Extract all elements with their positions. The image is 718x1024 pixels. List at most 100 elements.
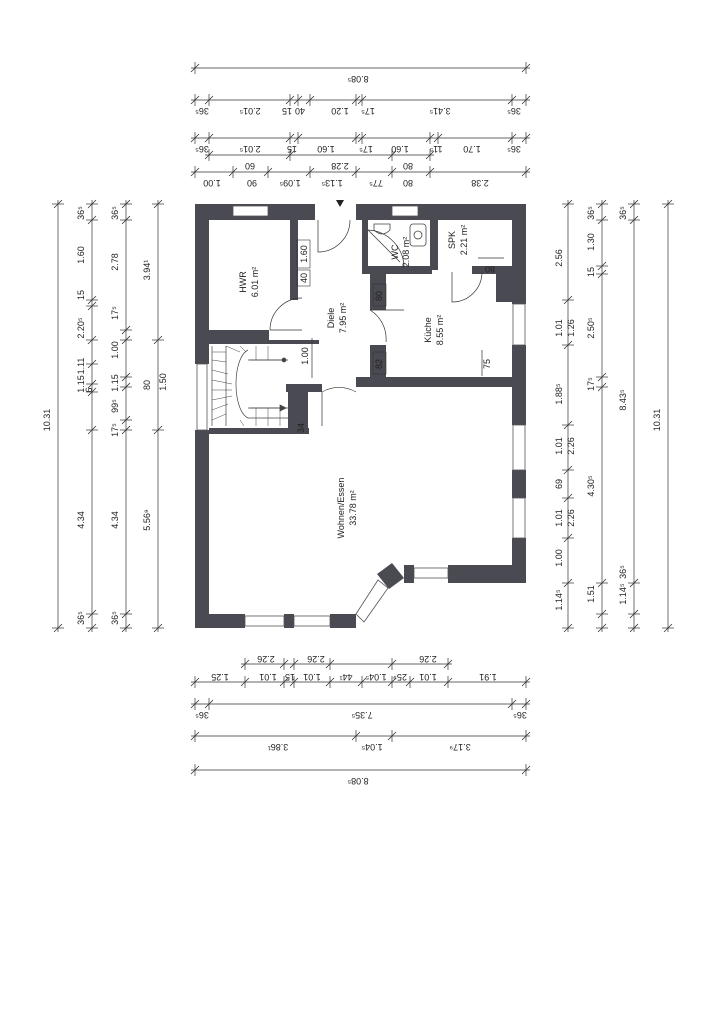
dimension-tick bbox=[279, 677, 289, 687]
dimension-tick bbox=[563, 578, 573, 588]
dimension-tick bbox=[87, 359, 97, 369]
wall-diele-bottom bbox=[286, 384, 322, 392]
dimension-tick bbox=[293, 133, 303, 143]
dim-interior-82: 82 bbox=[374, 359, 384, 369]
dimension-tick bbox=[285, 150, 295, 160]
dimension-tick bbox=[153, 335, 163, 345]
left-r2-5: 1.15 bbox=[76, 375, 86, 393]
dimension-tick bbox=[629, 578, 639, 588]
top-dimension-chains: 8.08⁵ 36⁵ 2.01⁵ 15 40 1.20 17⁵ 3.41⁵ 36⁵… bbox=[195, 74, 521, 188]
room-wc-name: WC bbox=[390, 244, 400, 259]
room-spk-area: 2.21 m² bbox=[459, 225, 469, 256]
top-r2-2: 15 bbox=[282, 106, 292, 116]
wall-hwr-right bbox=[290, 220, 298, 300]
dimension-tick bbox=[629, 609, 639, 619]
left-dimension-chains: 10.31 36⁵ 1.60 15 2.20⁵ 1.11 1.15 6 4.34… bbox=[42, 206, 168, 625]
dimension-tick bbox=[443, 659, 453, 669]
bottom-dimension-chains: 2.26 2.26 2.26 1.25 1.01 15 1.01 44¹ 1.0… bbox=[195, 654, 527, 786]
left-r1-0: 10.31 bbox=[42, 409, 52, 432]
right-r2-0: 36⁵ bbox=[586, 206, 596, 220]
dimension-tick bbox=[597, 382, 607, 392]
right-r3-2: 17⁵ bbox=[586, 377, 596, 391]
wall-stair-top bbox=[209, 340, 319, 344]
dimension-tick bbox=[597, 199, 607, 209]
top-r5-2: 1.09⁵ bbox=[279, 178, 301, 188]
top-r2-6: 3.41⁵ bbox=[429, 106, 451, 116]
top-r5-1: 90 bbox=[247, 178, 257, 188]
right-r2-1: 1.30 bbox=[586, 233, 596, 251]
left-r4-1: 80 bbox=[142, 380, 152, 390]
dimension-tick bbox=[521, 95, 531, 105]
walls bbox=[195, 204, 526, 628]
dimension-tick bbox=[190, 63, 200, 73]
bot-r2-5: 1.04⁵ bbox=[365, 672, 387, 682]
wall-top-right bbox=[356, 204, 526, 220]
dimension-tick bbox=[663, 199, 673, 209]
right-r1-4: 69 bbox=[554, 479, 564, 489]
top-r3-8: 36⁵ bbox=[507, 144, 521, 154]
dimension-tick bbox=[190, 765, 200, 775]
dimension-tick bbox=[597, 578, 607, 588]
dimension-tick bbox=[597, 372, 607, 382]
right-r5-0: 10.31 bbox=[652, 409, 662, 432]
dimension-tick bbox=[305, 95, 315, 105]
dimension-tick bbox=[387, 677, 397, 687]
right-r2-2: 15 bbox=[586, 267, 596, 277]
dimension-tick bbox=[228, 167, 238, 177]
wall-spk-bottom bbox=[472, 266, 512, 274]
bot-r3-1: 7.35⁵ bbox=[351, 710, 373, 720]
dimension-tick bbox=[289, 677, 299, 687]
left-r3-4: 1.15 bbox=[110, 374, 120, 392]
dimension-tick bbox=[153, 199, 163, 209]
dimension-tick bbox=[597, 215, 607, 225]
dimension-tick bbox=[629, 623, 639, 633]
dimension-tick bbox=[190, 95, 200, 105]
dimension-tick bbox=[121, 623, 131, 633]
left-r2-2: 15 bbox=[76, 290, 86, 300]
left-r2-8: 36⁵ bbox=[76, 611, 86, 625]
top-r3-0: 36⁵ bbox=[195, 144, 209, 154]
left-r2-0: 36⁵ bbox=[76, 206, 86, 220]
room-hwr-area: 6.01 m² bbox=[250, 267, 260, 298]
right-r1-6: 1.00 bbox=[554, 549, 564, 567]
wall-right-mid2 bbox=[512, 470, 526, 498]
top-r5-4: 77⁵ bbox=[369, 178, 383, 188]
top-r4-2: 80 bbox=[403, 161, 413, 171]
dimension-tick bbox=[289, 659, 299, 669]
door-wc bbox=[367, 229, 405, 269]
left-r3-8: 36⁵ bbox=[110, 611, 120, 625]
dimension-tick bbox=[121, 215, 131, 225]
wall-bottom-left bbox=[195, 614, 245, 628]
bot-r1-0: 2.26 bbox=[257, 654, 275, 664]
interior-dimensions: 1.60 40 1.00 34 80 82 75 80 bbox=[296, 239, 504, 433]
right-r3-3: 4.30⁵ bbox=[586, 475, 596, 497]
right-r1-7: 1.14⁵ bbox=[554, 589, 564, 611]
dimension-tick bbox=[507, 699, 517, 709]
bot-r2-6: 25⁹ bbox=[393, 672, 407, 682]
dimension-tick bbox=[521, 677, 531, 687]
top-r1-0: 8.08⁵ bbox=[347, 74, 369, 84]
window-bottom-2 bbox=[293, 615, 331, 627]
top-r2-5: 17⁵ bbox=[361, 106, 375, 116]
dimension-tick bbox=[121, 382, 131, 392]
top-r4-1: 2.28 bbox=[331, 161, 349, 171]
left-r2-1: 1.60 bbox=[76, 246, 86, 264]
wall-left-upper bbox=[195, 204, 209, 364]
dimension-tick bbox=[521, 731, 531, 741]
room-hwr-name: HWR bbox=[238, 271, 248, 293]
left-r3-6: 17⁵ bbox=[110, 423, 120, 437]
right-r2-3: 1.26 bbox=[566, 319, 576, 337]
dimension-tick bbox=[305, 167, 315, 177]
dimension-tick bbox=[121, 609, 131, 619]
toilet bbox=[373, 223, 391, 235]
dimension-tick bbox=[507, 133, 517, 143]
dimension-tick bbox=[121, 199, 131, 209]
right-dimension-chains: 2.56 1.01 1.88⁵ 1.01 69 1.01 1.00 1.14⁵ … bbox=[554, 206, 662, 611]
dimension-tick bbox=[521, 699, 531, 709]
top-r3-2: 15 bbox=[287, 144, 297, 154]
dimension-tick bbox=[425, 167, 435, 177]
left-r4-0: 3.94¹ bbox=[142, 260, 152, 281]
dimension-tick bbox=[204, 95, 214, 105]
wall-right-upper bbox=[512, 204, 526, 304]
